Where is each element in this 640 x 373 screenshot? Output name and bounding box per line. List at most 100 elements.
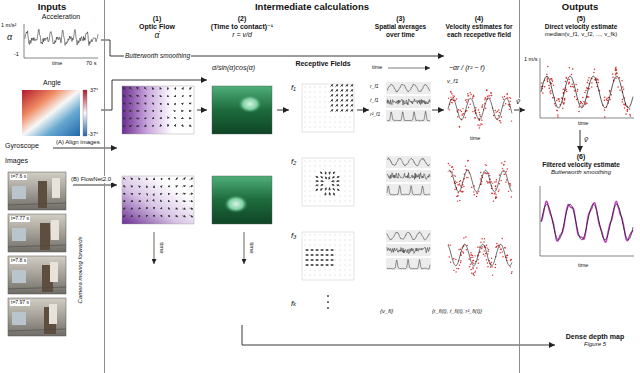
flow-vector xyxy=(182,201,186,202)
flow-vector xyxy=(160,95,161,97)
estimate-dot xyxy=(472,268,473,269)
estimate-dot xyxy=(459,264,460,265)
field-vector xyxy=(320,250,324,251)
flow-vector xyxy=(161,215,162,217)
time-arrow xyxy=(388,68,430,69)
figure-label: ṙ_f1 xyxy=(370,98,379,104)
axis-line xyxy=(24,58,98,59)
estimate-dot xyxy=(581,105,583,107)
flow-vector xyxy=(123,193,126,194)
average-trace xyxy=(387,111,430,121)
node-text: Angle xyxy=(3,79,101,87)
flow-vector xyxy=(175,125,177,127)
estimate-dot xyxy=(465,169,466,170)
field-vector xyxy=(315,265,319,266)
estimate-dot xyxy=(495,264,496,265)
floor-line xyxy=(8,245,66,247)
grid-dot xyxy=(339,165,341,167)
flow-vector xyxy=(161,193,162,194)
trace-ground xyxy=(386,258,431,270)
field-vector xyxy=(350,110,353,113)
flow-vector xyxy=(152,87,154,90)
node-text: Gyroscope xyxy=(5,142,53,150)
estimate-dot xyxy=(486,165,487,166)
grid-dot xyxy=(304,180,306,182)
estimate-dot xyxy=(507,254,508,255)
estimate-dot xyxy=(460,180,461,181)
estimate-dot xyxy=(495,185,496,186)
figure-label: {r_fi(t), ṙ_fi(t), r²_fi(t)} xyxy=(432,308,482,314)
estimate-dot xyxy=(546,74,548,76)
grid-dot xyxy=(349,195,351,197)
grid-dot xyxy=(314,91,316,93)
estimate-dot xyxy=(483,253,484,254)
estimate-dot xyxy=(487,182,488,183)
estimate-dot xyxy=(451,167,452,168)
estimate-dot xyxy=(458,184,459,185)
flow-vector xyxy=(123,95,126,97)
flow-vector xyxy=(123,178,126,180)
grid-dot xyxy=(339,259,341,261)
grid-dot xyxy=(329,165,331,167)
grid-dot xyxy=(334,116,336,118)
estimate-dot xyxy=(474,275,475,276)
estimate-dot xyxy=(478,191,479,192)
estimate-dot xyxy=(627,111,629,113)
estimate-dot xyxy=(505,247,506,248)
wall-panel xyxy=(52,178,60,198)
figure-label: time xyxy=(372,64,382,70)
estimate-dot xyxy=(474,117,475,118)
estimate-dot xyxy=(476,267,477,268)
grid-dot xyxy=(324,274,326,276)
flow-vector xyxy=(144,95,147,97)
estimate-dot xyxy=(454,95,455,96)
grid-dot xyxy=(314,160,316,162)
field-vector xyxy=(333,193,335,196)
estimate-dot xyxy=(491,262,492,263)
flow-vector xyxy=(131,178,133,180)
estimate-dot xyxy=(481,248,482,249)
grid-dot xyxy=(349,239,351,241)
grid-dot xyxy=(334,269,336,271)
estimate-dot xyxy=(456,196,457,197)
node-text: Optic Flow xyxy=(117,23,197,31)
grid-dot xyxy=(339,116,341,118)
estimate-dot xyxy=(460,110,461,111)
figure-label: v_f1 xyxy=(447,78,458,85)
acceleration-plot: Acceleration xyxy=(3,12,101,76)
estimate-dot xyxy=(578,111,580,113)
estimate-dot xyxy=(452,166,453,167)
flow-vector xyxy=(136,110,140,111)
grid-dot xyxy=(319,234,321,236)
flow-vector xyxy=(175,193,178,194)
grid-dot xyxy=(319,160,321,162)
flow-vector xyxy=(168,208,170,209)
figure-label: (B) FlowNet2.0 xyxy=(70,176,112,183)
grid-dot xyxy=(309,106,311,108)
estimate-dot xyxy=(615,69,617,71)
estimate-dot xyxy=(467,93,468,94)
grid-dot xyxy=(314,195,316,197)
grid-dot xyxy=(339,234,341,236)
estimate-dot xyxy=(504,174,505,175)
estimate-dot xyxy=(494,193,495,194)
field-vector xyxy=(340,85,343,88)
node-text: Figure 5 xyxy=(555,341,635,348)
estimate-dot xyxy=(466,110,467,111)
flow-vector xyxy=(175,95,177,97)
ttc-image xyxy=(212,86,272,134)
estimate-dot xyxy=(468,107,469,108)
estimate-dot xyxy=(627,109,629,111)
estimate-dot xyxy=(486,259,487,260)
estimate-dot xyxy=(474,110,475,111)
grid-dot xyxy=(334,274,336,276)
estimate-dot xyxy=(596,79,598,81)
figure-label: time xyxy=(470,135,480,141)
flow-vector xyxy=(144,87,147,90)
estimate-dot xyxy=(470,103,471,104)
estimate-dot xyxy=(474,194,475,195)
grid-dot xyxy=(304,116,306,118)
estimate-dot xyxy=(565,89,567,91)
estimate-dot xyxy=(492,274,493,275)
